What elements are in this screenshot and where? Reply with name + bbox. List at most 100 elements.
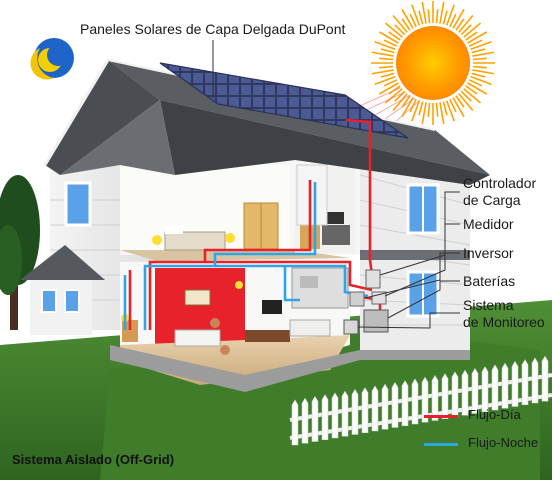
sun-ray (468, 79, 483, 87)
fence-picket (471, 367, 479, 414)
sun-ray (379, 57, 394, 61)
equipment (343, 269, 389, 335)
sun-ray (455, 18, 465, 31)
day-flow-wires (128, 118, 382, 330)
fence-picket (451, 371, 459, 418)
sun-ray (409, 13, 417, 28)
day-flow-legend-swatch (424, 415, 458, 418)
battery-box (363, 309, 389, 333)
monitoring-system-label-line2: de Monitoreo (463, 314, 545, 330)
sun-ray (374, 75, 396, 85)
sun-ray (465, 85, 478, 95)
fence-picket (321, 394, 329, 441)
inverter-box (349, 291, 365, 307)
sun-ray (458, 93, 474, 112)
fence-picket (291, 399, 299, 446)
sun-ray (380, 72, 395, 78)
fence-picket (341, 390, 349, 437)
sun-ray (472, 51, 495, 57)
sun-ray (452, 97, 465, 118)
fence-picket (301, 397, 309, 444)
sun-ray (418, 101, 424, 116)
sun-ray (374, 41, 396, 51)
sun-ray (401, 8, 414, 29)
fence-picket (491, 364, 499, 411)
charge-controller-label-line1: Controlador (463, 175, 537, 191)
monitoring-system-label-line1: Sistema (463, 297, 514, 313)
sun-ray (445, 100, 455, 122)
sun-ray (427, 102, 431, 117)
charge-controller-label-line2: de Carga (463, 192, 521, 208)
night-flow-legend-swatch (424, 443, 458, 446)
sun-ray (421, 102, 427, 125)
sun-ray (445, 4, 455, 26)
sun-ray (411, 4, 421, 26)
sun-ray (465, 31, 478, 41)
fence-picket (531, 357, 539, 404)
sun-ray (411, 100, 421, 122)
sun-ray (379, 65, 394, 69)
sun-ray (463, 22, 482, 38)
sun-ray (471, 72, 486, 78)
fence-picket (501, 362, 509, 409)
fence-picket (391, 381, 399, 428)
sun-ray (470, 41, 492, 51)
monitoring-system-label: Sistema de Monitoreo (463, 297, 545, 331)
fence-picket (351, 388, 359, 435)
fence-picket (521, 359, 529, 406)
sun-ray (460, 90, 472, 102)
leader-lines (212, 40, 460, 329)
fence-picket (431, 374, 439, 421)
tree (0, 175, 40, 330)
sun-icon (371, 1, 495, 125)
fence-picket (541, 355, 549, 402)
fence-picket (461, 369, 469, 416)
fence-picket (361, 387, 369, 434)
sun-ray (388, 85, 401, 95)
day-flow-legend-label: Flujo-Día (468, 407, 521, 422)
sun-ray (439, 1, 445, 24)
sun-ray (384, 88, 403, 104)
sun-ray (442, 101, 448, 116)
sun-ray (401, 95, 411, 108)
fence-picket (371, 385, 379, 432)
sun-ray (421, 1, 427, 24)
sun-ray (449, 98, 457, 113)
sun-ray (384, 22, 403, 38)
sun-ray (380, 48, 395, 54)
fence-picket (381, 383, 389, 430)
fence-picket (311, 395, 319, 442)
sun-ray (467, 82, 488, 95)
sun-ray (392, 14, 408, 33)
fence-picket (401, 380, 409, 427)
sun-ray (378, 82, 399, 95)
sun-ray (435, 9, 439, 24)
sun-ray (458, 14, 474, 33)
monitor-box (343, 319, 359, 335)
inverter-label: Inversor (463, 245, 514, 261)
sun-ray (467, 31, 488, 44)
sun-ray (427, 9, 431, 24)
sun-ray (460, 24, 472, 36)
sun-ray (392, 93, 408, 112)
sun-ray (468, 39, 483, 47)
sun-ray (472, 57, 487, 61)
sun-ray (442, 10, 448, 25)
sun-ray (401, 18, 411, 31)
sun-ray (452, 8, 465, 29)
system-caption: Sistema Aislado (Off-Grid) (12, 452, 175, 467)
sun-ray (418, 10, 424, 25)
picket-fence (289, 355, 552, 446)
sun-ray (472, 65, 487, 69)
sun-ray (383, 39, 398, 47)
sun-ray (449, 13, 457, 28)
sun-ray (383, 79, 398, 87)
sun-ray (455, 95, 465, 108)
night-flow-legend-label: Flujo-Noche (468, 435, 539, 450)
fence-picket (441, 373, 449, 420)
dupont-logo-icon (30, 38, 74, 80)
sun-ray (388, 31, 401, 41)
sun-ray (470, 75, 492, 85)
sun-ray (472, 69, 495, 75)
